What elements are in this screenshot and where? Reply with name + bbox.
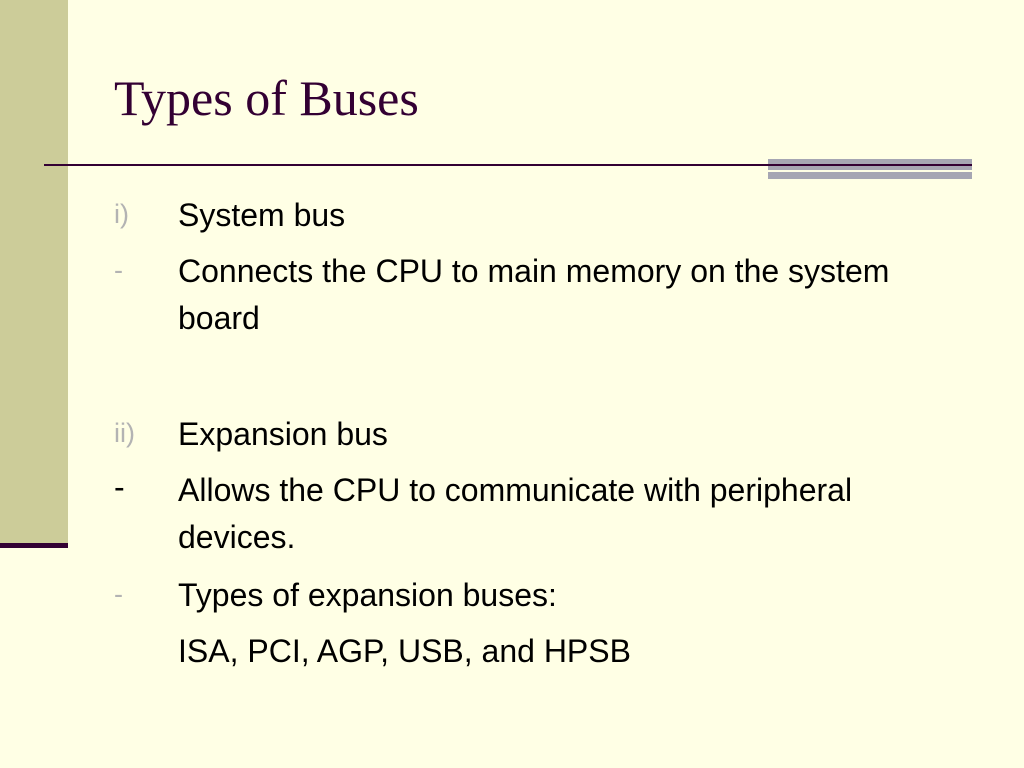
list-marker: - (114, 579, 123, 609)
title-underline (44, 164, 972, 166)
accent-stripe (768, 172, 972, 179)
left-decorative-band (0, 0, 68, 547)
list-marker: ii) (114, 418, 135, 448)
list-marker: i) (114, 199, 129, 229)
list-item-text: ISA, PCI, AGP, USB, and HPSB (178, 633, 631, 669)
accent-stripe (768, 159, 972, 164)
accent-bar (768, 159, 972, 179)
list-item-text: Expansion bus (178, 416, 388, 452)
list-item-text: Types of expansion buses: (178, 577, 557, 613)
list-item-text: System bus (178, 197, 346, 233)
left-band-rule (0, 543, 68, 548)
list-marker: - (114, 469, 125, 505)
slide-title: Types of Buses (114, 70, 419, 126)
list-marker: - (114, 255, 123, 285)
list-item-text: Allows the CPU to communicate with perip… (178, 472, 853, 555)
accent-stripe (768, 166, 972, 170)
list-item-text: Connects the CPU to main memory on the s… (178, 253, 890, 336)
